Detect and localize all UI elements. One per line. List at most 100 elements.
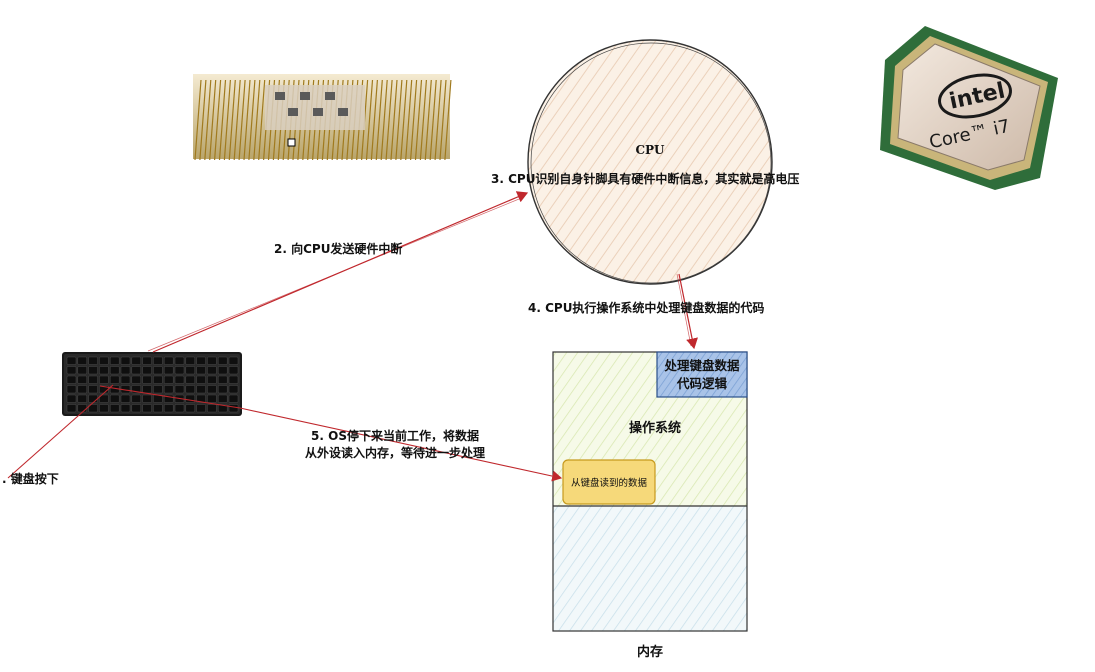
keyboard-key bbox=[197, 367, 206, 375]
keyboard-key bbox=[175, 367, 184, 375]
keyboard-key bbox=[143, 376, 152, 384]
arrow-keyboard-to-cpu bbox=[148, 193, 527, 352]
keyboard-key bbox=[164, 357, 173, 365]
keyboard-key bbox=[197, 405, 206, 413]
keyboard-key bbox=[197, 376, 206, 384]
keyboard-key bbox=[89, 376, 98, 384]
keyboard-key bbox=[218, 357, 227, 365]
keyboard-key bbox=[207, 367, 216, 375]
keyboard-key bbox=[78, 367, 87, 375]
keyboard-key bbox=[229, 367, 238, 375]
cpu-pins-photo bbox=[193, 74, 451, 160]
keyboard-key bbox=[229, 395, 238, 403]
step4-label: 4. CPU执行操作系统中处理键盘数据的代码 bbox=[528, 300, 764, 317]
keyboard-key bbox=[186, 357, 195, 365]
keyboard-key bbox=[121, 367, 130, 375]
cpu-node bbox=[528, 40, 772, 284]
keyboard-key bbox=[78, 357, 87, 365]
keyboard-key bbox=[132, 376, 141, 384]
keyboard-key bbox=[121, 357, 130, 365]
keyboard-key bbox=[99, 357, 108, 365]
keyboard-key bbox=[229, 376, 238, 384]
keyboard-key bbox=[218, 386, 227, 394]
keyboard-key bbox=[197, 357, 206, 365]
keyboard-key bbox=[110, 367, 119, 375]
keyboard-key bbox=[218, 395, 227, 403]
keyboard-key bbox=[132, 405, 141, 413]
keyboard-key bbox=[99, 376, 108, 384]
keyboard-key bbox=[186, 367, 195, 375]
memory-label: 内存 bbox=[637, 644, 663, 660]
keyboard-key bbox=[186, 395, 195, 403]
keyboard-key bbox=[99, 405, 108, 413]
keyboard-key bbox=[207, 376, 216, 384]
keyboard-key bbox=[89, 367, 98, 375]
keyboard-key bbox=[67, 376, 76, 384]
keyboard-key bbox=[132, 395, 141, 403]
keyboard-key bbox=[153, 367, 162, 375]
keyboard-key bbox=[153, 386, 162, 394]
handler-label-line2: 代码逻辑 bbox=[676, 376, 728, 391]
keyboard-key bbox=[153, 357, 162, 365]
keyboard-key bbox=[143, 357, 152, 365]
keyboard-key bbox=[67, 367, 76, 375]
step2-label: 2. 向CPU发送硬件中断 bbox=[274, 241, 402, 258]
keyboard-data-label: 从键盘读到的数据 bbox=[571, 477, 648, 489]
os-label: 操作系统 bbox=[629, 420, 681, 436]
keyboard-key bbox=[121, 405, 130, 413]
keyboard-key bbox=[229, 357, 238, 365]
keyboard-key bbox=[89, 395, 98, 403]
keyboard-key bbox=[78, 405, 87, 413]
keyboard-key bbox=[207, 405, 216, 413]
step5-line2: 从外设读入内存，等待进一步处理 bbox=[305, 445, 485, 462]
keyboard-key bbox=[229, 386, 238, 394]
keyboard-key bbox=[197, 386, 206, 394]
keyboard-key bbox=[164, 376, 173, 384]
keyboard-key bbox=[110, 357, 119, 365]
keyboard-key bbox=[218, 376, 227, 384]
step5-label: 5. OS停下来当前工作，将数据 从外设读入内存，等待进一步处理 bbox=[305, 428, 485, 462]
keyboard-key bbox=[143, 386, 152, 394]
keyboard-key bbox=[186, 405, 195, 413]
keyboard-key bbox=[218, 367, 227, 375]
keyboard-key bbox=[121, 376, 130, 384]
keyboard-key bbox=[143, 405, 152, 413]
keyboard-key bbox=[78, 386, 87, 394]
keyboard-key bbox=[164, 405, 173, 413]
keyboard-key bbox=[110, 395, 119, 403]
keyboard-key bbox=[89, 386, 98, 394]
keyboard-key bbox=[164, 367, 173, 375]
step3-label: 3. CPU识别自身针脚具有硬件中断信息，其实就是高电压 bbox=[491, 171, 799, 188]
keyboard-key bbox=[175, 405, 184, 413]
keyboard-key bbox=[186, 376, 195, 384]
keyboard-key bbox=[207, 395, 216, 403]
step1-label: . 键盘按下 bbox=[2, 471, 59, 488]
keyboard-key bbox=[89, 357, 98, 365]
keyboard-key bbox=[67, 405, 76, 413]
keyboard-key bbox=[67, 357, 76, 365]
keyboard-key bbox=[132, 357, 141, 365]
keyboard-key bbox=[121, 395, 130, 403]
keyboard-key bbox=[164, 386, 173, 394]
keyboard-key bbox=[132, 367, 141, 375]
keyboard-key bbox=[153, 405, 162, 413]
keyboard-key bbox=[175, 376, 184, 384]
cpu-label: CPU bbox=[635, 143, 665, 157]
keyboard-key bbox=[175, 357, 184, 365]
keyboard-key bbox=[110, 376, 119, 384]
keyboard-key bbox=[229, 405, 238, 413]
keyboard-key bbox=[78, 376, 87, 384]
keyboard-key bbox=[143, 395, 152, 403]
keyboard-key bbox=[78, 395, 87, 403]
keyboard-key bbox=[143, 367, 152, 375]
step5-line1: 5. OS停下来当前工作，将数据 bbox=[305, 428, 485, 445]
handler-label-line1: 处理键盘数据 bbox=[663, 358, 740, 373]
keyboard-key bbox=[67, 386, 76, 394]
keyboard-key bbox=[153, 376, 162, 384]
keyboard-key bbox=[207, 357, 216, 365]
keyboard-key bbox=[207, 386, 216, 394]
keyboard-key bbox=[175, 386, 184, 394]
keyboard-key bbox=[99, 367, 108, 375]
keyboard-key bbox=[67, 395, 76, 403]
